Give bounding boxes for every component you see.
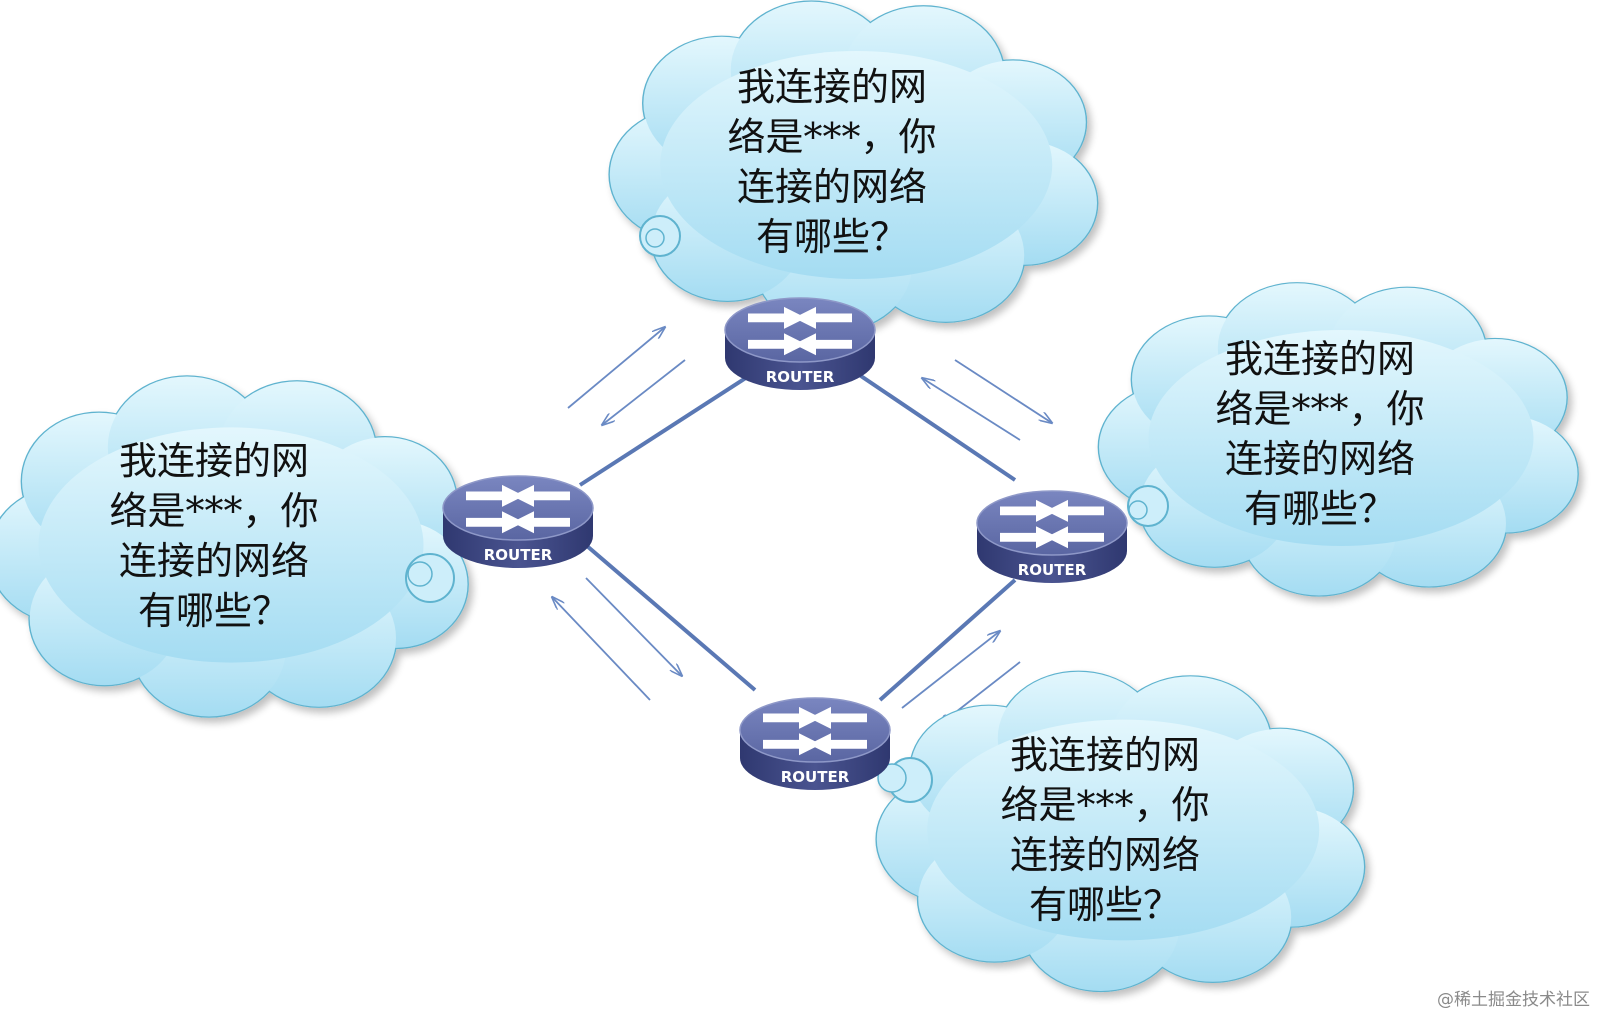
thought-bubble <box>407 561 433 587</box>
cloud-text-top: 我连接的网 络是***，你 连接的网络 有哪些？ <box>712 62 952 262</box>
router-label: ROUTER <box>484 546 553 564</box>
router-bottom: ROUTER <box>739 697 891 790</box>
thought-cloud-right <box>1097 281 1579 597</box>
arrow-icon <box>552 597 651 701</box>
router-arrows-icon <box>466 484 570 534</box>
cloud-line: 有哪些？ <box>137 589 290 633</box>
arrow-icon <box>567 327 665 409</box>
thought-bubble <box>1127 485 1169 527</box>
thought-bubble <box>645 228 665 248</box>
thought-cloud-left <box>0 375 469 718</box>
arrow-icon <box>585 577 682 676</box>
link-left-top <box>578 370 757 487</box>
thought-bubble <box>877 763 907 793</box>
cloud-line: 有哪些？ <box>755 215 908 259</box>
cloud-line: 连接的网络 <box>118 539 309 583</box>
router-arrows-icon <box>763 706 867 756</box>
cloud-line: 我连接的网 <box>118 439 309 483</box>
cloud-line: 连接的网络 <box>736 165 927 209</box>
cloud-line: 络是***，你 <box>1000 783 1210 827</box>
cloud-line: 我连接的网 <box>1224 337 1415 381</box>
router-label: ROUTER <box>1018 561 1087 579</box>
router-links <box>578 370 1017 702</box>
thought-bubble <box>1128 500 1148 520</box>
router-left: ROUTER <box>442 475 594 568</box>
arrow-icon <box>954 359 1052 423</box>
cloud-line: 络是***，你 <box>109 489 319 533</box>
router-arrows-icon <box>1000 499 1104 549</box>
watermark: @稀土掘金技术社区 <box>1437 990 1590 1010</box>
cloud-text-bottom: 我连接的网 络是***，你 连接的网络 有哪些？ <box>985 730 1225 930</box>
link-left-bottom <box>578 538 757 692</box>
cloud-line: 络是***，你 <box>1215 387 1425 431</box>
router-label: ROUTER <box>781 768 850 786</box>
router-top: ROUTER <box>724 297 876 390</box>
cloud-text-left: 我连接的网 络是***，你 连接的网络 有哪些？ <box>94 436 334 636</box>
link-top-right <box>853 370 1017 482</box>
thought-bubble <box>405 553 455 603</box>
cloud-line: 我连接的网 <box>1009 733 1200 777</box>
link-right-bottom <box>878 578 1017 702</box>
arrow-icon <box>602 359 686 425</box>
cloud-line: 连接的网络 <box>1009 833 1200 877</box>
cloud-line: 有哪些？ <box>1028 883 1181 927</box>
cloud-text-right: 我连接的网 络是***，你 连接的网络 有哪些？ <box>1200 334 1440 534</box>
router-label: ROUTER <box>766 368 835 386</box>
cloud-line: 有哪些？ <box>1243 487 1396 531</box>
router-right: ROUTER <box>976 490 1128 583</box>
thought-cloud-bottom <box>875 670 1366 993</box>
thought-cloud-top <box>608 0 1099 333</box>
arrow-icon <box>901 631 1000 709</box>
cloud-line: 我连接的网 <box>736 65 927 109</box>
exchange-arrows <box>552 327 1052 726</box>
arrow-icon <box>922 378 1021 441</box>
cloud-line: 络是***，你 <box>727 115 937 159</box>
router-arrows-icon <box>748 306 852 356</box>
cloud-line: 连接的网络 <box>1224 437 1415 481</box>
